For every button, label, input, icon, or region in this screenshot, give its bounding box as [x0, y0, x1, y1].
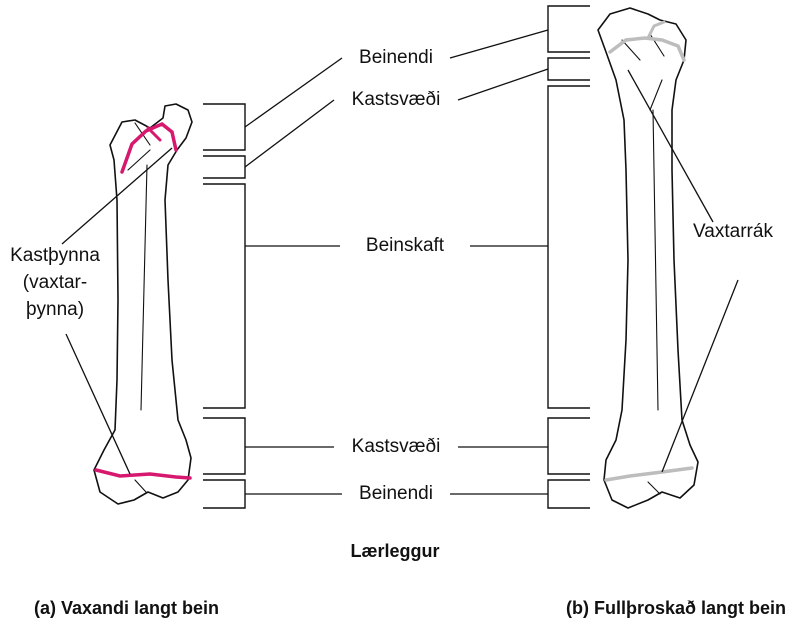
leader-metaphysis-top-right — [457, 68, 549, 101]
mature-femur-condyle-line — [647, 481, 661, 495]
label-growth-plate-line1: Kastþynna — [10, 245, 100, 266]
label-metaphysis-top: Kastsvæði — [351, 89, 441, 110]
growing-femur-outline — [93, 103, 193, 505]
mature-growth-line-upper — [608, 36, 686, 62]
label-epiphysis-top: Beinendi — [359, 47, 433, 68]
label-growth-line: Vaxtarrák — [693, 221, 773, 242]
growing-femur-condyle-line — [134, 479, 147, 493]
right-bracket-metaphysis-bottom — [547, 417, 590, 475]
leader-growth-line-upper — [627, 69, 714, 223]
left-bracket-epiphysis-top — [203, 103, 246, 151]
mature-femur-outline — [597, 7, 699, 509]
label-epiphysis-bottom: Beinendi — [359, 483, 433, 504]
growing-femur-shaft-line — [140, 164, 148, 411]
mature-femur-shaft-line — [652, 109, 659, 411]
left-bracket-diaphysis — [203, 183, 246, 409]
label-bone-name: Lærleggur — [350, 541, 440, 561]
growing-plate-neck — [146, 126, 162, 142]
right-bracket-epiphysis-bottom — [547, 479, 590, 509]
growing-plate-lower — [94, 468, 192, 480]
label-metaphysis-bottom: Kastsvæði — [351, 436, 441, 457]
leader-epiphysis-top-left — [244, 57, 343, 128]
caption-growing-bone: (a) Vaxandi langt bein — [34, 598, 220, 618]
right-bracket-metaphysis-top — [547, 57, 590, 81]
growing-femur — [93, 103, 193, 505]
right-bracket-epiphysis-top — [547, 5, 590, 53]
mature-growth-line-lower — [604, 466, 694, 482]
caption-mature-bone: (b) Fullþroskað langt bein — [566, 598, 786, 618]
mature-femur — [597, 7, 699, 509]
leader-growth-plate-lower — [65, 333, 131, 475]
left-bracket-metaphysis-top — [203, 155, 246, 179]
label-growth-plate-line3: þynna) — [25, 299, 85, 320]
mature-growth-line-head — [646, 20, 666, 40]
right-brackets — [547, 5, 590, 509]
label-diaphysis: Beinskaft — [365, 235, 445, 256]
left-brackets — [203, 103, 246, 509]
right-bracket-diaphysis — [547, 85, 590, 409]
label-growth-plate-line2: (vaxtar- — [22, 272, 88, 293]
leader-growth-plate-upper — [61, 147, 173, 245]
leader-growth-line-lower — [661, 279, 739, 473]
left-bracket-epiphysis-bottom — [203, 479, 246, 509]
leader-lines — [61, 29, 739, 495]
leader-metaphysis-top-left — [244, 99, 335, 168]
left-bracket-metaphysis-bottom — [203, 417, 246, 475]
leader-epiphysis-top-right — [449, 29, 549, 59]
growing-plate-upper — [120, 121, 178, 174]
